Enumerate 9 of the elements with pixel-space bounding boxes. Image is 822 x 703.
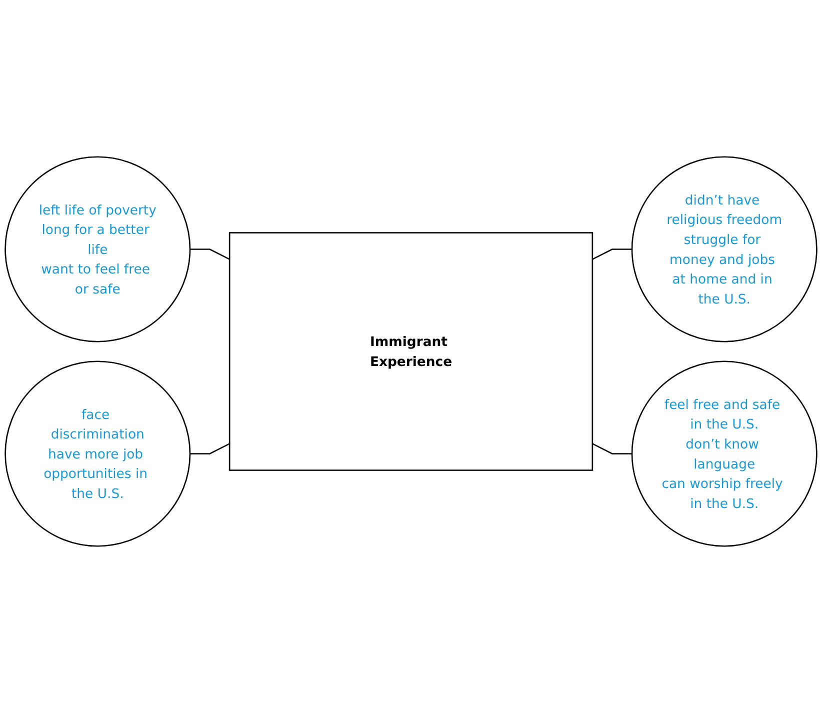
connector — [592, 443, 632, 454]
connector — [190, 443, 230, 454]
node-box: Immigrant Experience — [228, 232, 594, 471]
connector — [190, 248, 230, 260]
node-circle: face discrimination have more job opportunities in the U.S. — [4, 360, 191, 547]
node-circle: left life of poverty long for a better life want to feel free or safe — [4, 156, 191, 342]
connector — [592, 248, 632, 260]
node-circle: didn’t have religious freedom struggle for money and jobs at home and in the U.S. — [631, 156, 818, 342]
node-circle: feel free and safe in the U.S. don’t know language can worship freely in the U.S. — [631, 360, 818, 547]
